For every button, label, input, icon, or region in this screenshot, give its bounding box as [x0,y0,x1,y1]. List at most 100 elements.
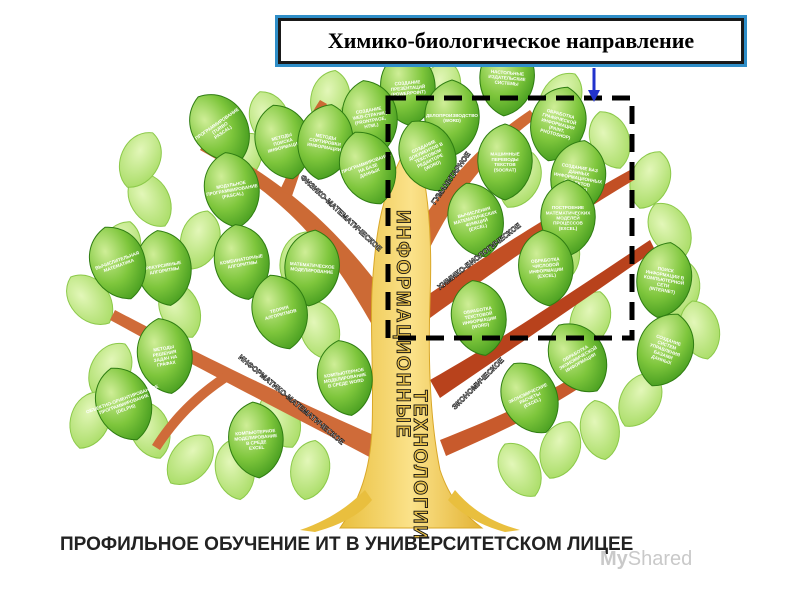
watermark-text-a: My [600,548,628,570]
background-leaf [579,399,620,461]
leaf-label-line: МЕТОДЫ [271,132,293,142]
leaf-label-line: ИЗДАТЕЛЬСКИЕ [488,74,526,82]
leaf-label-line: (WORD) [471,322,490,330]
leaf-label-line: ГРАФАХ [157,359,177,367]
leaf-label-line: СОЗДАНИЕ [394,79,420,86]
leaf-label-line: АЛГОРИТМЫ [149,265,180,275]
leaf-label-line: (INTERNET) [649,286,676,296]
leaf-label-line: WEB-СТРАНИЦ [352,110,387,121]
leaf-label-line: НАСТОЛЬНЫЕ [491,69,525,77]
leaf-label-line: (POWERPOINT) [391,89,426,97]
leaf-shape [88,226,147,300]
leaf-shape [636,242,693,318]
background-leaf [629,151,672,209]
leaf-label-line: (DELPHI) [116,403,137,415]
leaf-l3: ОБРАБОТКАГРАФИЧЕСКОЙИНФОРМАЦИИ(PAINT,PHO… [530,86,587,162]
direction-title: Химико-биологическое направление [327,28,695,53]
leaf-label-line: (EXCEL) [559,226,578,231]
watermark: MyShared [600,548,692,571]
leaf-label-line: ИНФОРМАЦИИ В [645,269,685,281]
leaf-shape [477,123,533,201]
watermark-text-b: Shared [627,548,693,570]
background-leaf [539,421,582,479]
leaf-shape [518,229,574,307]
leaf-label-line: ОБРАБОТКА [463,305,493,315]
leaf-label-line: ЧИСЛОВОЙ [532,260,559,269]
leaf-label-line: (EXCEL) [468,223,487,233]
leaf-label-line: МАШИННЫЕ [490,152,519,157]
leaf-label-line: ПРОЦЕССОВ [553,221,583,226]
leaf-label-line: НА БАЗЕ [358,162,379,174]
background-leaf [497,443,542,497]
leaf-label-line: РЕШЕНИЯ [152,349,176,358]
leaf-label-line: ТЕОРИЯ [269,305,289,315]
leaf-label-line: ПОИСКА [273,137,294,147]
leaf-label-line: ПРЕЗЕНТАЦИЙ [390,82,425,92]
leaf-shape [447,182,504,258]
background-leaf [127,173,172,227]
leaf-label-line: АЛГОРИТМЫ [227,259,258,269]
trunk-label-1: ИНФОРМАЦИОННЫЕ [392,210,413,439]
leaf-label-line: ИНФОРМАЦИИ [462,315,497,326]
branch-humanitarian [400,110,536,280]
leaf-label-line: ПОИСК [657,266,674,274]
leaf-label-line: ДАННЫХ [568,169,590,178]
leaf-label-line: (PAINT, [548,125,565,134]
leaf-label-line: ДЕЛОПРОИЗВОДСТВО [426,113,478,118]
leaf-label-line: (EXCEL) [537,272,556,279]
branch-informatics-twig [152,372,230,450]
leaf-shape [636,313,695,387]
leaf-label-line: БАЗАМИ [653,349,673,360]
leaf-label-line: СИСТЕМ [657,339,677,350]
leaf-label-line: РЕКУРСИВНЫЕ [146,260,182,271]
leaf-shape [547,323,608,393]
leaf-label-line: (PASCAL) [222,191,245,200]
background-leaf [179,210,221,270]
leaf-label-line: СОЗДАНИЕ [355,106,381,115]
leaf-label-line: МАТЕМАТИЧЕСКОЕ [290,261,335,270]
background-leaf [618,373,663,427]
leaf-label-line: В СРЕДЕ WORD [328,377,365,388]
leaf-label-line: ПОСТРОЕНИЕ [552,205,584,210]
leaf-shape [398,120,457,191]
leaf-shape [228,401,284,479]
leaf-shape [316,340,373,416]
leaf-label-line: СОЗДАНИЕ БАЗ [561,162,598,173]
leaf-label-line: КОМПЬЮТЕРНОЕ [235,428,276,436]
leaf-label-line: СОРТИРОВКИ [309,137,341,147]
leaf-label-line: В СРЕДЕ [246,439,267,446]
leaf-label-line: (SOCRAT) [494,167,517,172]
leaf-label-line: МОДЕЛЕЙ [556,214,579,221]
background-leaf [166,434,214,485]
leaf-label-line: (WORD) [443,118,461,123]
background-leaf [66,274,114,325]
branch-chem-bio-2 [430,240,655,398]
leaf-label-line: ЗАДАЧ НА [153,354,178,363]
leaf-label-line: ПЕРЕВОДЫ [492,157,519,162]
leaf-shape [213,224,270,300]
leaf-label-line: МОДЕЛИРОВАНИЕ [290,266,333,275]
leaf-label-line: МОДУЛЬНОЕ [216,180,246,190]
leaf-label-line: МАТЕМАТИЧЕСКИХ [546,210,592,215]
leaf-l27: ОБЪЕКТНО-ОРИЕНТИРОВАННОЕПРОГРАММИРОВАНИЕ… [85,367,159,441]
leaf-label-line: МОДЕЛИРОВАНИЕ [234,433,277,442]
